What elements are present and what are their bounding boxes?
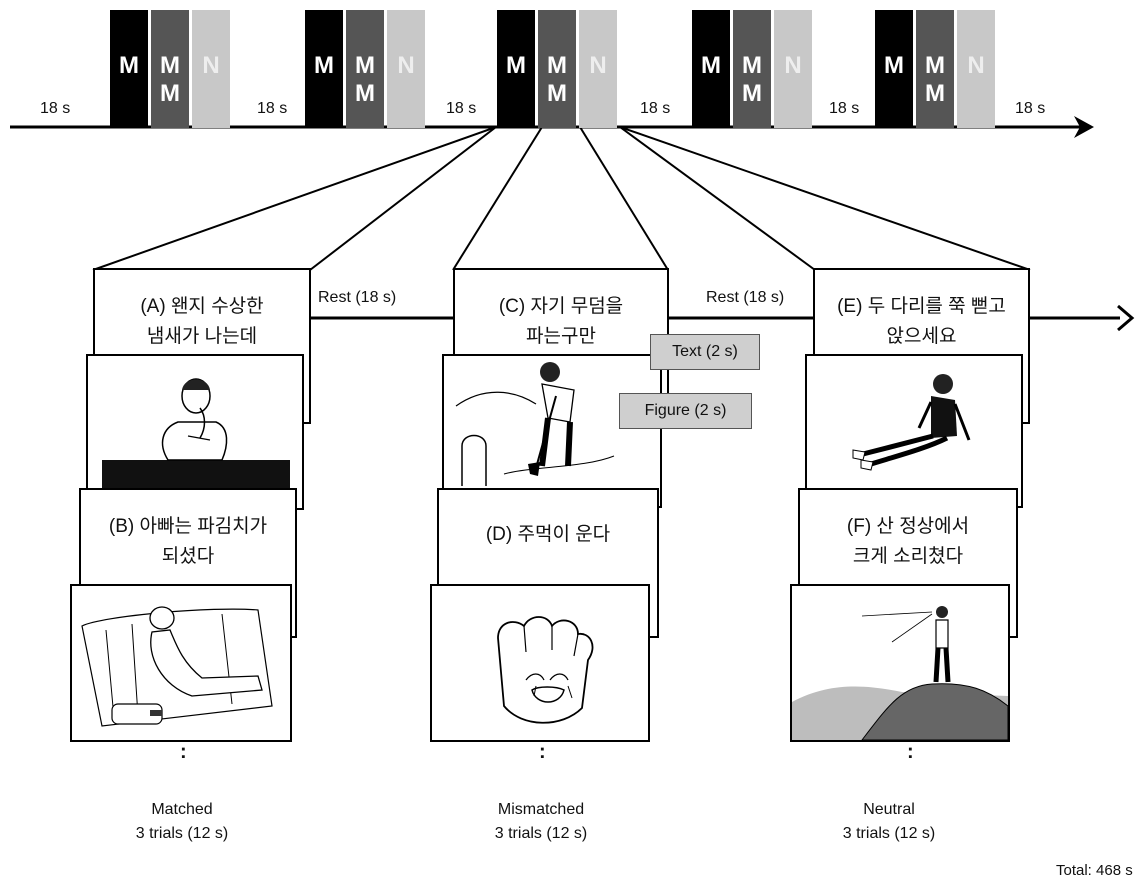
- continuation-dots: :: [180, 741, 187, 763]
- block-label: M: [547, 52, 567, 79]
- block-label: N: [589, 52, 607, 79]
- block-label: M: [160, 52, 180, 79]
- block-n: N: [774, 10, 812, 128]
- sentence-f: (F) 산 정상에서 크게 소리쳤다: [846, 516, 970, 567]
- card-a-figure: [86, 354, 304, 510]
- block-label: M: [884, 52, 904, 79]
- continue-arrowhead: [1117, 304, 1135, 332]
- block-n: N: [579, 10, 617, 128]
- block-label: N: [397, 52, 415, 79]
- block-label: M: [314, 52, 334, 79]
- sitting-legs-stretched-figure: [852, 374, 971, 471]
- block-label: N: [784, 52, 802, 79]
- sentence-b: (B) 아빠는 파김치가 되셨다: [108, 516, 268, 567]
- sentence-a: (A) 왠지 수상한 냄새가 나는데: [140, 296, 264, 347]
- fan-line: [619, 126, 816, 271]
- condition-detail: 3 trials (12 s): [494, 825, 588, 842]
- sentence-e: (E) 두 다리를 쭉 뻗고 앉으세요: [837, 296, 1006, 347]
- figure-duration-tag: Figure (2 s): [619, 393, 752, 429]
- block-label: M: [119, 52, 139, 79]
- rest-label: Rest (18 s): [318, 289, 397, 306]
- block-m: M: [497, 10, 535, 128]
- block-m: M: [110, 10, 148, 128]
- fan-line: [92, 126, 497, 271]
- block-label: N: [202, 52, 220, 79]
- rest-duration: 18 s: [829, 100, 860, 117]
- sentence-d: (D) 주먹이 운다: [485, 524, 611, 545]
- fan-line: [619, 126, 1031, 271]
- block-n: N: [192, 10, 230, 128]
- condition-name: Mismatched: [497, 801, 585, 818]
- fan-line: [452, 126, 543, 271]
- tired-father-sofa-figure: [81, 606, 273, 727]
- block-label: M: [547, 80, 567, 107]
- block-m: M: [875, 10, 913, 128]
- rest-duration: 18 s: [40, 100, 71, 117]
- rest-duration: 18 s: [1015, 100, 1046, 117]
- continuation-dots: :: [907, 741, 914, 763]
- block-label: M: [506, 52, 526, 79]
- total-duration: Total: 468 s: [1056, 862, 1133, 879]
- fan-line: [579, 126, 669, 271]
- block-m: M: [305, 10, 343, 128]
- block-label: M: [160, 80, 180, 107]
- condition-neutral: Neutral 3 trials (12 s): [809, 798, 969, 846]
- timeline-arrowhead: [1074, 116, 1094, 138]
- text-duration-tag: Text (2 s): [650, 334, 760, 370]
- block-label: M: [742, 52, 762, 79]
- shouting-on-peak-figure: [792, 606, 1008, 740]
- rest-duration: 18 s: [257, 100, 288, 117]
- block-m: M: [692, 10, 730, 128]
- rest-duration: 18 s: [446, 100, 477, 117]
- man-digging-grave-figure: [455, 362, 615, 486]
- block-n: N: [957, 10, 995, 128]
- thinking-man-figure: [102, 378, 290, 490]
- rest-duration: 18 s: [640, 100, 671, 117]
- condition-mismatched: Mismatched 3 trials (12 s): [461, 798, 621, 846]
- card-f-figure: [790, 584, 1010, 742]
- card-c-figure: [442, 354, 662, 508]
- block-label: M: [701, 52, 721, 79]
- fan-line: [309, 126, 497, 271]
- condition-matched: Matched 3 trials (12 s): [102, 798, 262, 846]
- block-label: M: [925, 52, 945, 79]
- condition-name: Matched: [151, 801, 213, 818]
- rest-label: Rest (18 s): [706, 289, 785, 306]
- block-label: M: [355, 52, 375, 79]
- condition-name: Neutral: [863, 801, 915, 818]
- block-label: M: [742, 80, 762, 107]
- card-b-figure: [70, 584, 292, 742]
- block-label: N: [967, 52, 985, 79]
- sentence-c: (C) 자기 무덤을 파는구만: [498, 296, 624, 347]
- continuation-dots: :: [539, 741, 546, 763]
- block-label: M: [925, 80, 945, 107]
- crying-fist-figure: [497, 616, 594, 724]
- condition-detail: 3 trials (12 s): [135, 825, 229, 842]
- block-label: M: [355, 80, 375, 107]
- card-d-figure: [430, 584, 650, 742]
- block-n: N: [387, 10, 425, 128]
- condition-detail: 3 trials (12 s): [842, 825, 936, 842]
- card-e-figure: [805, 354, 1023, 508]
